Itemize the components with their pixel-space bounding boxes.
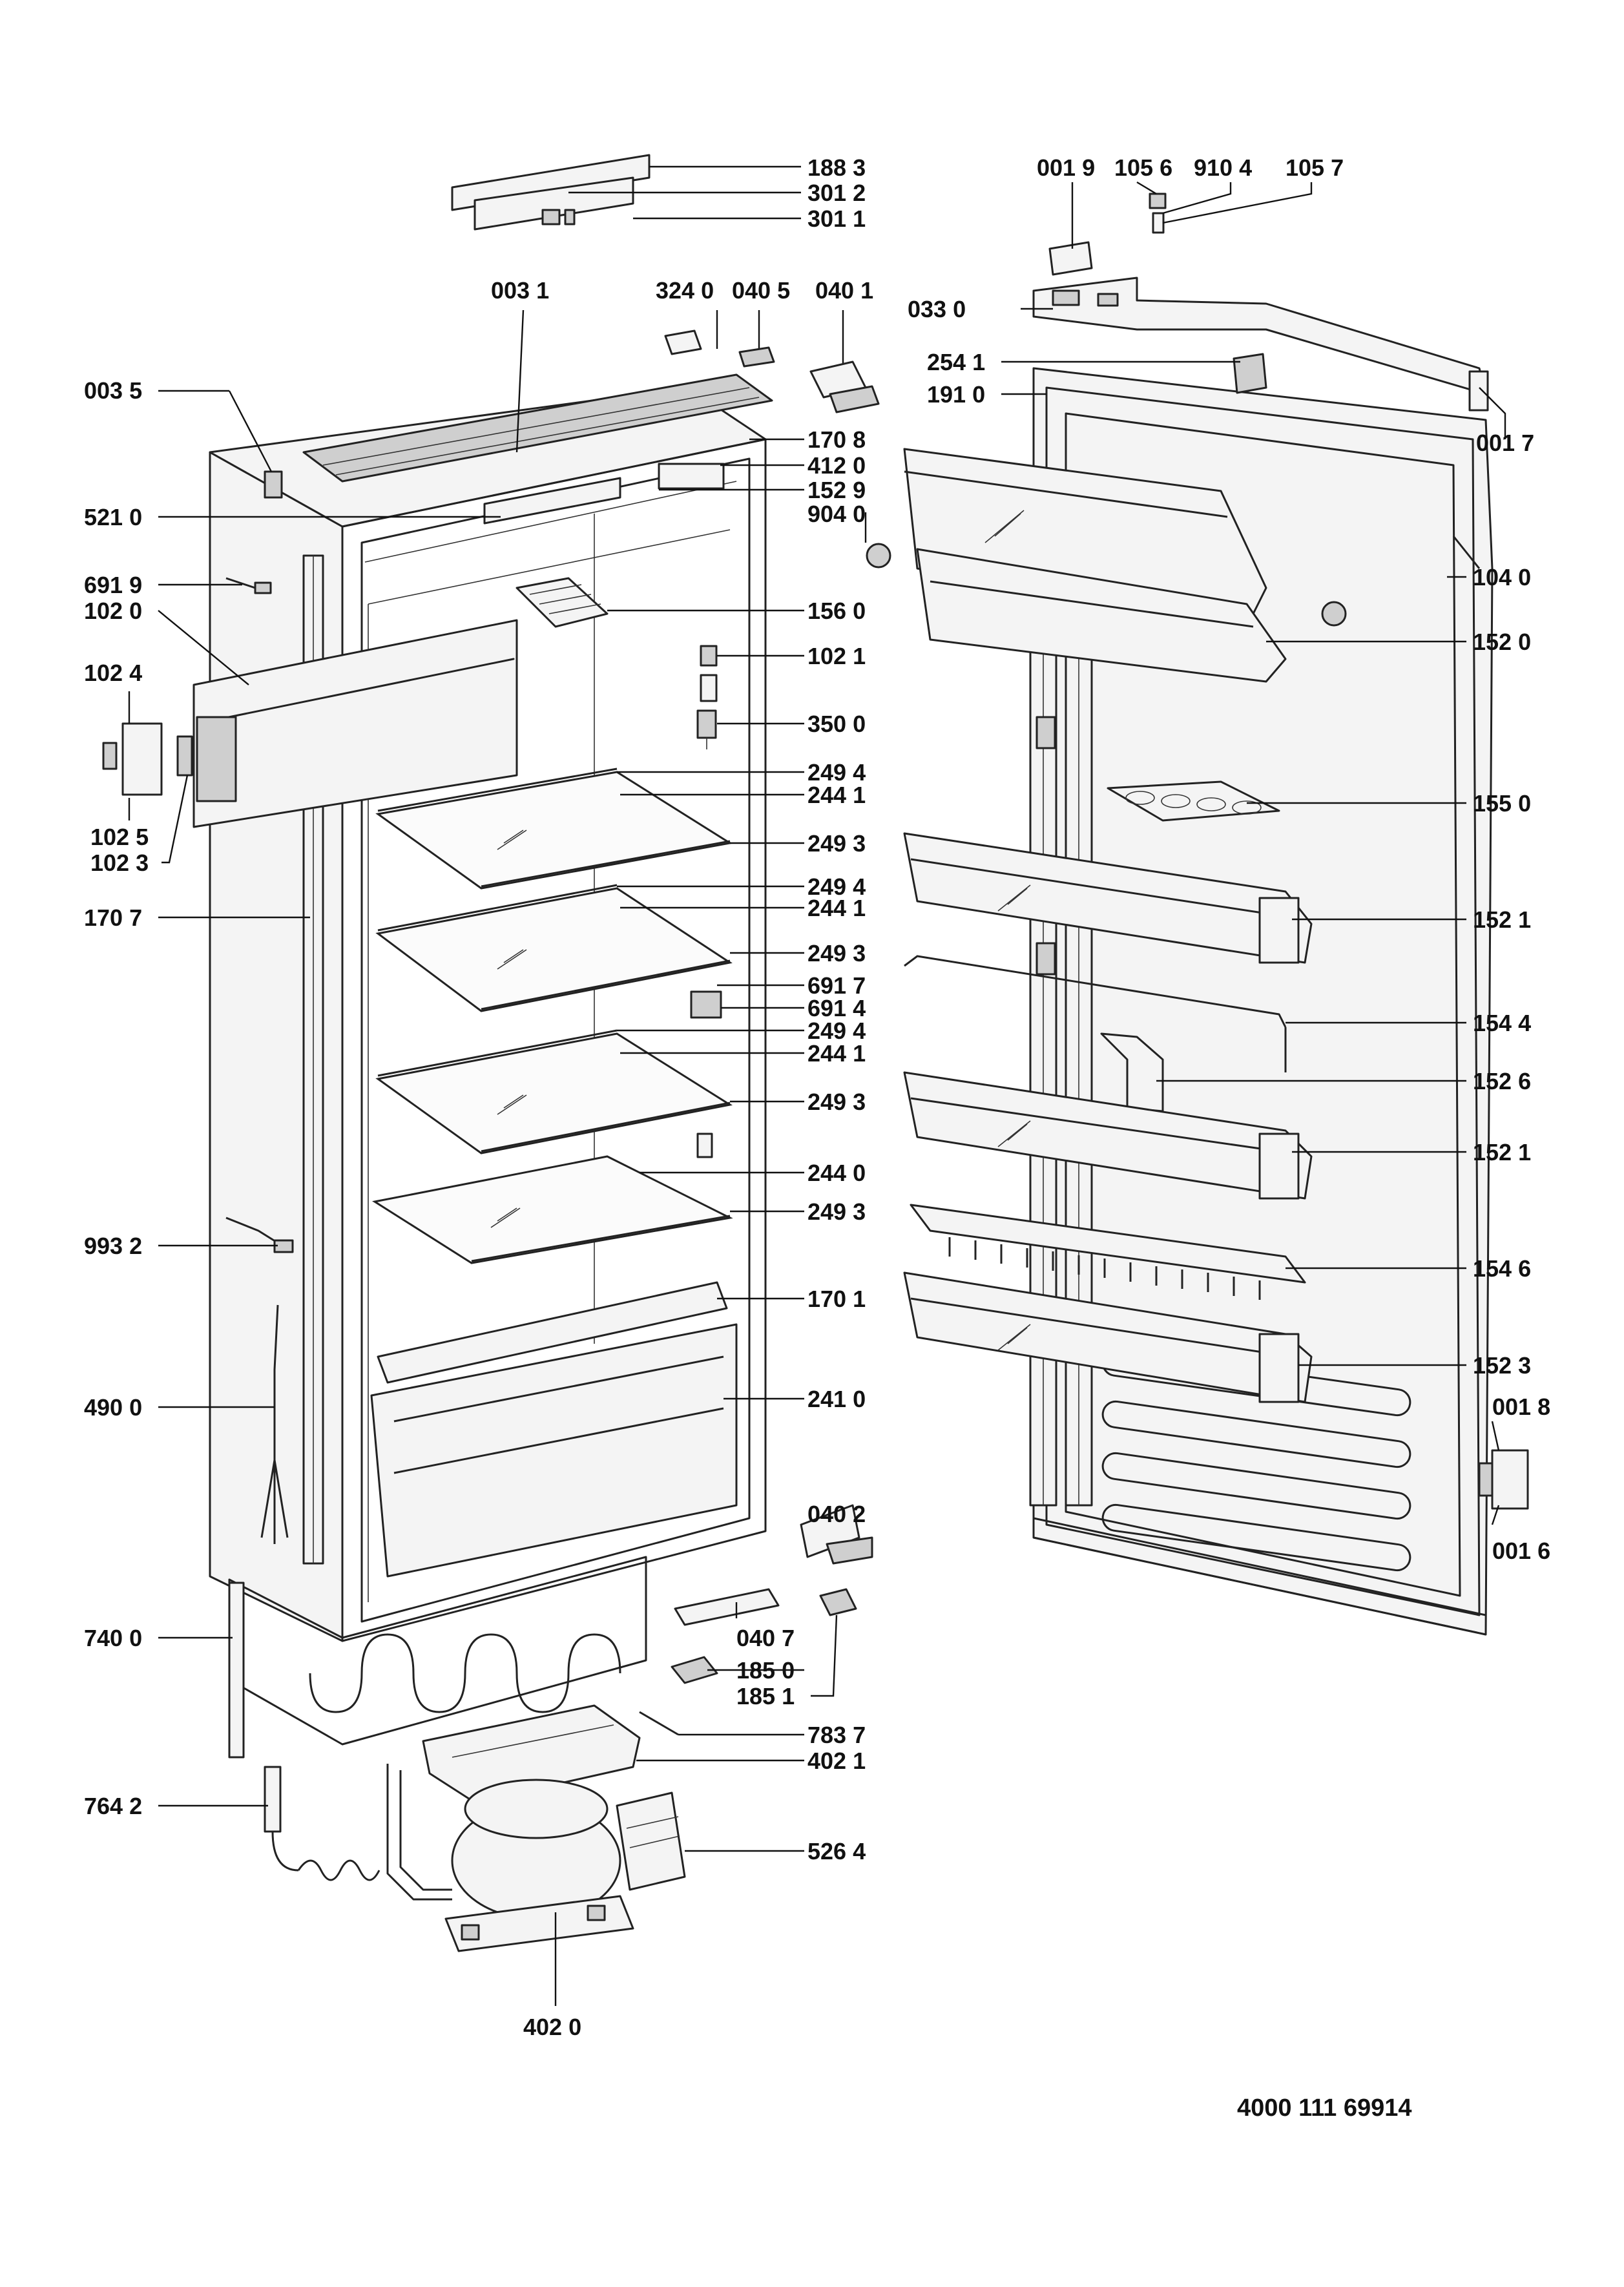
label-350-0: 350 0 <box>807 711 866 737</box>
label-170-7: 170 7 <box>84 904 142 931</box>
label-249-3-a: 249 3 <box>807 830 866 857</box>
label-105-6: 105 6 <box>1114 154 1172 181</box>
label-241-0: 241 0 <box>807 1386 866 1412</box>
door-bin-1 <box>903 832 1313 964</box>
label-001-9: 001 9 <box>1037 154 1095 181</box>
label-170-1: 170 1 <box>807 1286 866 1312</box>
label-102-3: 102 3 <box>90 850 149 876</box>
label-152-9: 152 9 <box>807 477 866 503</box>
part-labels: 188 3 301 2 301 1 003 1 324 0 040 5 040 … <box>84 154 1550 2122</box>
label-249-4-c: 249 4 <box>807 1018 866 1044</box>
drawing-code: 4000 111 69914 <box>1237 2094 1412 2122</box>
label-324-0: 324 0 <box>656 277 714 304</box>
label-249-3-c: 249 3 <box>807 1089 866 1115</box>
label-301-1: 301 1 <box>807 205 866 232</box>
label-170-8: 170 8 <box>807 426 866 453</box>
cabinet-leaders-right <box>607 438 867 1852</box>
label-244-0: 244 0 <box>807 1160 866 1186</box>
label-154-4: 154 4 <box>1473 1010 1531 1036</box>
label-521-0: 521 0 <box>84 504 142 530</box>
label-152-1-a: 152 1 <box>1473 906 1531 933</box>
label-783-7: 783 7 <box>807 1722 866 1748</box>
label-402-1: 402 1 <box>807 1748 866 1774</box>
label-691-9: 691 9 <box>84 572 142 598</box>
label-254-1: 254 1 <box>927 349 985 375</box>
label-249-3-b: 249 3 <box>807 940 866 966</box>
label-764-2: 764 2 <box>84 1793 142 1819</box>
label-040-5: 040 5 <box>732 277 790 304</box>
label-152-3: 152 3 <box>1473 1352 1531 1379</box>
label-402-0: 402 0 <box>523 2014 581 2040</box>
label-691-7: 691 7 <box>807 972 866 999</box>
label-003-1: 003 1 <box>491 277 549 304</box>
label-249-4-b: 249 4 <box>807 873 866 900</box>
label-152-0: 152 0 <box>1473 629 1531 655</box>
label-104-0: 104 0 <box>1473 564 1531 590</box>
label-904-0: 904 0 <box>807 501 866 527</box>
label-155-0: 155 0 <box>1473 790 1531 817</box>
label-740-0: 740 0 <box>84 1625 142 1651</box>
label-526-4: 526 4 <box>807 1838 866 1864</box>
label-102-5: 102 5 <box>90 824 149 850</box>
door-bin-2 <box>903 1071 1313 1200</box>
door-drawing <box>866 193 1529 1636</box>
label-152-6: 152 6 <box>1473 1068 1531 1094</box>
glass-shelf-3 <box>375 1029 733 1154</box>
label-993-2: 993 2 <box>84 1233 142 1259</box>
label-152-1-b: 152 1 <box>1473 1139 1531 1165</box>
label-102-1: 102 1 <box>807 643 866 669</box>
door-bin-3 <box>903 1271 1313 1403</box>
label-185-0: 185 0 <box>736 1657 795 1684</box>
label-040-2: 040 2 <box>807 1501 866 1527</box>
label-691-4: 691 4 <box>807 995 866 1021</box>
glass-shelf-2 <box>375 884 733 1012</box>
cabinet-drawing <box>102 309 873 2006</box>
label-249-4-a: 249 4 <box>807 759 866 786</box>
label-490-0: 490 0 <box>84 1394 142 1421</box>
label-244-1-b: 244 1 <box>807 895 866 921</box>
label-001-8: 001 8 <box>1492 1394 1550 1420</box>
label-244-1-c: 244 1 <box>807 1040 866 1067</box>
label-910-4: 910 4 <box>1194 154 1252 181</box>
label-154-6: 154 6 <box>1473 1255 1531 1282</box>
label-040-7: 040 7 <box>736 1625 795 1651</box>
label-105-7: 105 7 <box>1286 154 1344 181</box>
label-001-6: 001 6 <box>1492 1538 1550 1564</box>
label-102-4: 102 4 <box>84 660 142 686</box>
door-leaders <box>1001 181 1506 1525</box>
glass-shelf-4 <box>372 1155 733 1264</box>
label-244-1-a: 244 1 <box>807 782 866 808</box>
label-102-0: 102 0 <box>84 598 142 624</box>
label-412-0: 412 0 <box>807 452 866 479</box>
label-001-7: 001 7 <box>1476 430 1534 456</box>
label-301-2: 301 2 <box>807 180 866 206</box>
label-003-5: 003 5 <box>84 377 142 404</box>
label-191-0: 191 0 <box>927 381 985 408</box>
label-156-0: 156 0 <box>807 598 866 624</box>
label-188-3: 188 3 <box>807 154 866 181</box>
label-033-0: 033 0 <box>908 296 966 322</box>
label-040-1: 040 1 <box>815 277 873 304</box>
label-185-1: 185 1 <box>736 1683 795 1709</box>
label-249-3-d: 249 3 <box>807 1198 866 1225</box>
control-panel-parts <box>451 154 880 413</box>
